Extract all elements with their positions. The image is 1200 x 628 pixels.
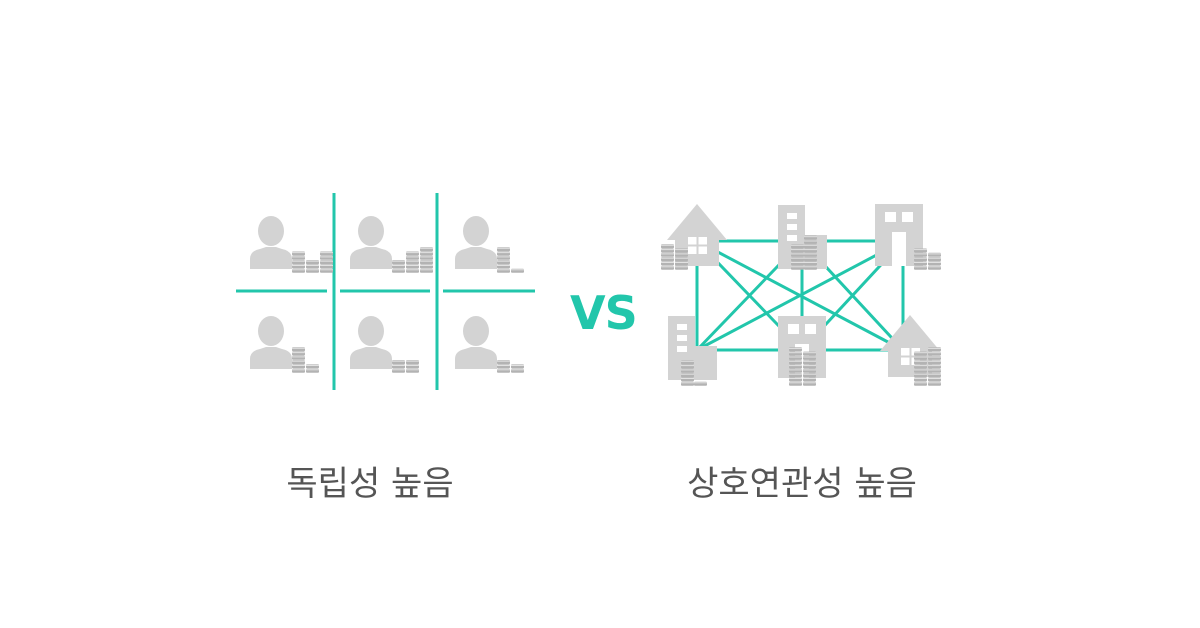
person-icon	[250, 216, 292, 269]
coin-stack	[392, 360, 405, 373]
office-bottom-middle	[778, 316, 826, 378]
coin-stack	[928, 252, 941, 270]
vs-label: VS	[570, 286, 638, 340]
people-layer	[250, 216, 524, 373]
coin-stack	[292, 251, 305, 273]
person-icon	[455, 316, 497, 369]
coin-stack	[306, 260, 319, 273]
person-icon	[250, 316, 292, 369]
coin-stack	[789, 347, 802, 386]
coin-stack	[406, 251, 419, 273]
connection-line	[696, 239, 904, 352]
interconnection-network	[661, 204, 941, 386]
person-icon	[455, 216, 497, 269]
grid-lines	[236, 193, 535, 390]
coin-stack	[914, 248, 927, 270]
person-icon	[350, 216, 392, 269]
person-with-coins	[250, 216, 333, 273]
caption-independence: 독립성 높음	[286, 464, 454, 504]
person-with-coins	[350, 216, 433, 273]
coin-stack	[511, 364, 524, 373]
coin-stack	[694, 381, 707, 386]
person-with-coins	[455, 316, 524, 373]
coin-stack	[511, 268, 524, 273]
coin-stack	[497, 247, 510, 273]
coin-stack	[497, 360, 510, 373]
office-top-right	[875, 204, 923, 266]
person-with-coins	[250, 316, 319, 373]
coin-stack	[928, 347, 941, 386]
person-icon	[350, 316, 392, 369]
person-with-coins	[455, 216, 524, 273]
coin-stack	[675, 248, 688, 270]
coin-stack	[306, 364, 319, 373]
person-with-coins	[350, 316, 419, 373]
coin-stack	[406, 360, 419, 373]
coin-stack	[292, 347, 305, 373]
coin-stack	[392, 260, 405, 273]
caption-interconnection: 상호연관성 높음	[687, 464, 917, 504]
coin-stack	[420, 247, 433, 273]
coin-stack	[661, 244, 674, 270]
independence-grid	[236, 193, 535, 390]
coin-stack	[320, 251, 333, 273]
